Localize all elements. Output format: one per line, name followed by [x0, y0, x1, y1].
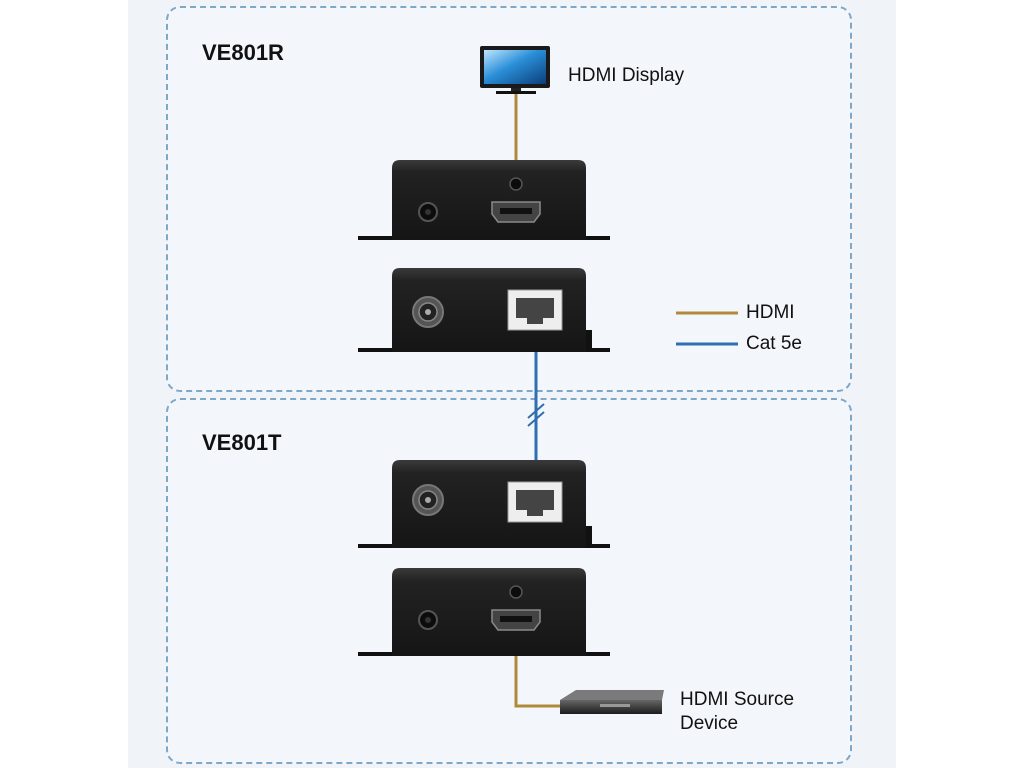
rj45-port-icon [507, 481, 563, 523]
transmitter-title: VE801T [202, 430, 282, 455]
rj45-port-icon [507, 289, 563, 331]
hdmi-cable-source [514, 656, 560, 708]
legend-hdmi-label: HDMI [746, 302, 795, 323]
legend-cat5e-label: Cat 5e [746, 333, 802, 354]
receiver-rj45-unit [358, 268, 610, 352]
cat5e-cable [527, 352, 545, 460]
source-device-icon [560, 690, 664, 714]
transmitter-rj45-unit [358, 460, 610, 548]
receiver-title: VE801R [202, 40, 284, 65]
receiver-hdmi-unit [358, 160, 610, 240]
power-jack-icon [418, 202, 438, 222]
hdmi-port-icon [491, 609, 541, 631]
hdmi-port-icon [491, 201, 541, 223]
hdmi-source-label-line2: Device [680, 713, 739, 734]
hdmi-display-label: HDMI Display [568, 65, 685, 86]
power-jack-icon [418, 610, 438, 630]
hdmi-source-label-line1: HDMI Source [680, 689, 795, 710]
power-jack-icon [412, 484, 444, 516]
monitor-icon [480, 46, 550, 94]
power-jack-icon [412, 296, 444, 328]
transmitter-hdmi-unit [358, 568, 610, 656]
